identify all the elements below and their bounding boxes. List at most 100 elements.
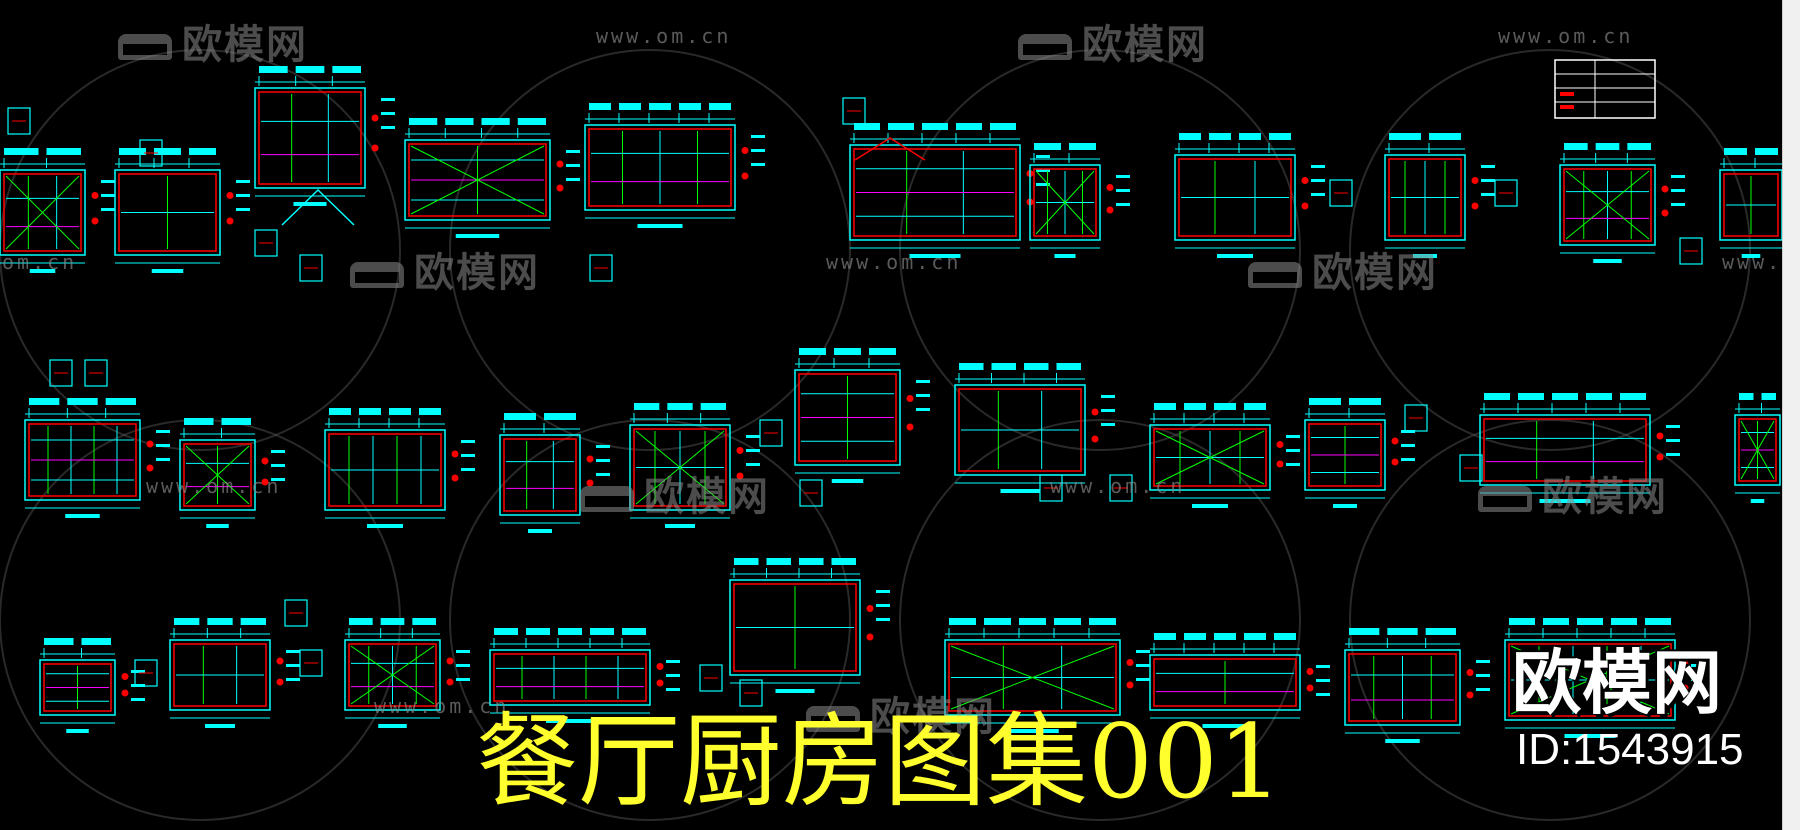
section-marker [906,423,914,431]
dimension-tag [1214,403,1236,410]
sofa-icon [580,486,634,512]
cad-small-detail [134,659,158,687]
annotation-tick [381,112,395,115]
cad-frame [1304,419,1386,491]
drawing-caption [1000,489,1040,493]
dimension-tag [1543,618,1569,625]
section-marker [906,395,914,402]
dimension-tag [984,618,1011,625]
dimension-tag [1595,143,1620,150]
cad-frame [324,429,446,511]
cad-frame [1384,154,1466,241]
cad-small-detail [139,139,163,167]
dimension-tag [1761,393,1776,400]
annotation-tick [131,698,145,701]
annotation-tick [271,450,285,453]
dimension-tag [700,403,726,410]
dimension-tag [1024,363,1049,370]
drawing-caption [665,524,695,528]
annotation-tick [1116,189,1130,192]
legend-table [1554,59,1656,119]
cad-small-detail [1494,179,1518,207]
annotation-tick [236,180,250,183]
section-marker [261,457,269,465]
watermark-logo: 欧模网 [1248,240,1438,298]
annotation-tick [461,454,475,457]
dimension-tag [1239,133,1261,140]
cad-frame [1479,414,1651,486]
cad-frame [1174,154,1296,241]
dimension-tag [1184,403,1206,410]
annotation-tick [1136,678,1150,681]
drawing-caption [65,514,100,518]
section-marker [1656,453,1664,461]
vertical-scrollbar[interactable] [1782,0,1800,830]
annotation-tick [916,380,930,383]
watermark-url: www.om.cn [374,694,510,718]
cad-inner-frame [328,433,442,507]
drawing-caption [1202,724,1248,728]
watermark-circle [899,49,1301,451]
section-marker [866,633,874,641]
cad-small-detail [84,359,108,387]
cad-inner-frame [493,653,647,702]
watermark-url: www.om.cn [1498,24,1634,48]
annotation-tick [566,150,580,153]
cad-inner-frame [1388,158,1462,237]
dimension-tag [1429,133,1461,140]
dimension-tag [1034,143,1061,150]
section-marker [556,184,564,192]
annotation-tick [456,650,470,653]
dimension-tag [184,418,214,425]
annotation-tick [1671,203,1685,206]
section-marker [656,663,664,670]
annotation-tick [666,674,680,677]
dimension-tag [526,628,550,635]
cad-frame [629,424,731,511]
dimension-tag [634,403,660,410]
cad-inner-frame [1508,643,1672,717]
drawing-caption [151,269,184,273]
drawing-caption [528,529,552,533]
cad-inner-frame [503,438,577,512]
annotation-tick [1401,458,1415,461]
cad-inner-frame [348,643,437,707]
annotation-tick [1671,189,1685,192]
annotation-tick [876,618,890,621]
cad-frame [1559,164,1656,246]
cad-roof-detail [854,137,926,161]
dimension-tag [799,348,826,355]
section-marker [586,455,594,463]
drawing-caption [1539,499,1591,503]
drawing-caption [909,254,961,258]
dimension-tag [409,118,438,125]
cad-inner-frame [1308,423,1382,487]
watermark-circle [899,419,1301,821]
cad-inner-frame [258,91,362,185]
section-marker [1276,441,1284,448]
cad-small-detail [1459,454,1483,482]
section-marker [1091,435,1099,443]
dimension-tag [1154,403,1176,410]
dimension-tag [1309,398,1341,405]
annotation-tick [271,464,285,467]
annotation-tick [236,208,250,211]
cad-detail-line [410,145,545,215]
drawing-caption [775,689,815,693]
dimension-tag [1214,633,1236,640]
cad-inner-frame [1033,168,1097,237]
dimension-tag [1620,393,1646,400]
annotation-tick [1666,425,1680,428]
cad-inner-frame [1723,173,1779,237]
annotation-tick [876,590,890,593]
cad-inner-frame [1153,428,1267,487]
cad-frame [944,639,1121,716]
dimension-tag [1244,633,1266,640]
annotation-tick [1101,409,1115,412]
drawing-caption [1192,504,1228,508]
dimension-tag [1552,393,1578,400]
cad-inner-frame [173,643,267,707]
dimension-tag [1209,133,1231,140]
dimension-tag [1509,618,1535,625]
section-marker [1466,691,1474,699]
